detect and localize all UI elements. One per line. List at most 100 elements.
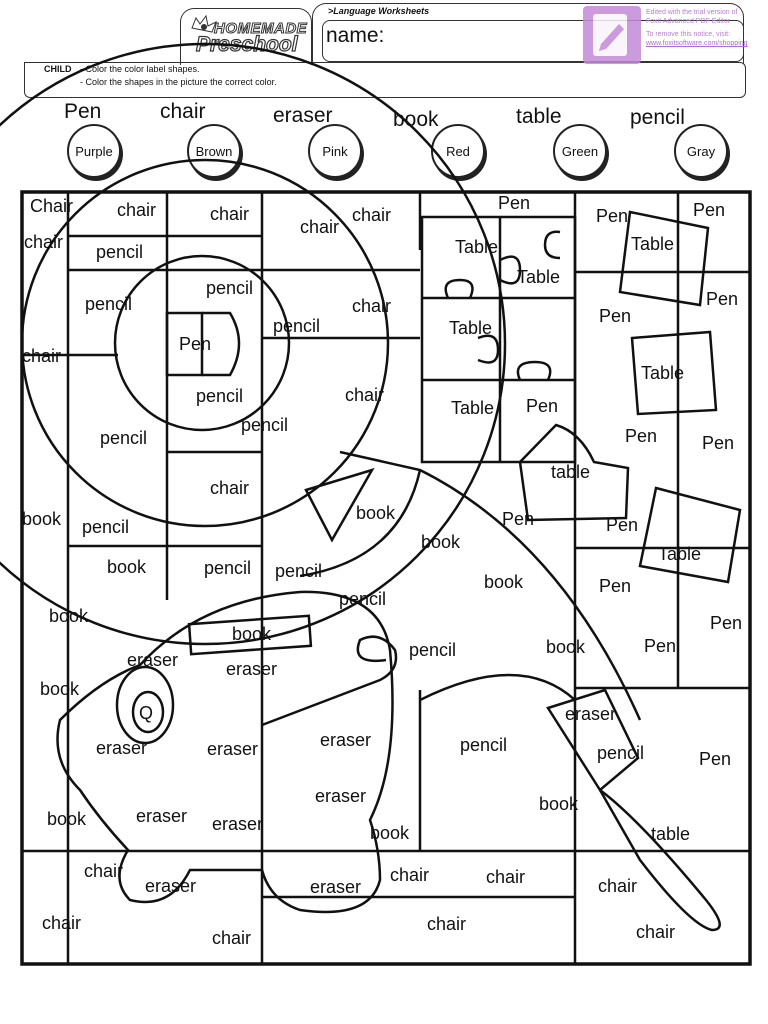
- instructions-title: CHILD: [44, 64, 72, 74]
- label-eraser: eraser: [315, 786, 367, 806]
- pen-edit-icon: [583, 6, 641, 64]
- label-table: Table: [658, 544, 702, 564]
- label-chair: chair: [427, 914, 467, 934]
- label-table: Table: [641, 363, 685, 383]
- label-eraser: eraser: [207, 739, 259, 759]
- label-chair: chair: [352, 205, 392, 225]
- key-color-pink: Pink: [308, 124, 362, 178]
- key-word-pencil: pencil: [630, 106, 685, 129]
- key-word-book: book: [393, 108, 439, 131]
- label-book: book: [370, 823, 410, 843]
- instruction-1: - Color the color label shapes.: [80, 64, 200, 74]
- label-pen: Pen: [706, 289, 739, 309]
- label-pencil: pencil: [241, 415, 289, 435]
- label-pen: Pen: [599, 576, 632, 596]
- label-eraser: eraser: [136, 806, 188, 826]
- label-book: book: [232, 624, 272, 644]
- watermark-line1: Edited with the trial version of: [646, 9, 738, 16]
- label-pen: Pen: [625, 426, 658, 446]
- label-table: Table: [455, 237, 499, 257]
- label-pencil: pencil: [96, 242, 144, 262]
- label-pen: Pen: [502, 509, 535, 529]
- label-chair: chair: [84, 861, 124, 881]
- label-pen: Pen: [606, 515, 639, 535]
- label-pen: Pen: [693, 200, 726, 220]
- brand-line1: HOMEMADE: [213, 20, 308, 38]
- label-pencil: pencil: [275, 561, 323, 581]
- label-pencil: pencil: [85, 294, 133, 314]
- label-pen: Pen: [179, 334, 212, 354]
- key-word-chair: chair: [160, 100, 206, 123]
- watermark-line3: To remove this notice, visit:: [646, 31, 731, 38]
- label-pencil: pencil: [206, 278, 254, 298]
- instructions-box: [24, 62, 746, 98]
- key-word-eraser: eraser: [273, 104, 333, 127]
- label-pen: Pen: [596, 206, 629, 226]
- label-pencil: pencil: [82, 517, 130, 537]
- label-chair: chair: [390, 865, 430, 885]
- label-chair: chair: [300, 217, 340, 237]
- label-pencil: pencil: [204, 558, 252, 578]
- label-table: Table: [451, 398, 495, 418]
- homemade-preschool-logo: [191, 14, 217, 33]
- label-eraser: eraser: [565, 704, 617, 724]
- subject-label: >Language Worksheets: [328, 6, 430, 16]
- label-pencil: pencil: [273, 316, 321, 336]
- label-book: book: [546, 637, 586, 657]
- label-chair: chair: [212, 928, 252, 948]
- key-color-brown: Brown: [187, 124, 241, 178]
- label-chair: chair: [345, 385, 385, 405]
- label-eraser: eraser: [320, 730, 372, 750]
- watermark-line2: Foxit Advanced PDF Editor: [646, 18, 731, 25]
- label-chair: chair: [210, 478, 250, 498]
- label-eraser: eraser: [127, 650, 179, 670]
- instruction-2: - Color the shapes in the picture the co…: [80, 77, 277, 87]
- label-eraser: eraser: [212, 814, 264, 834]
- logo-tab: [180, 8, 312, 65]
- key-word-table: table: [516, 105, 562, 128]
- label-book: book: [22, 509, 62, 529]
- label-eraser: eraser: [226, 659, 278, 679]
- label-chair: chair: [117, 200, 157, 220]
- label-pencil: pencil: [339, 589, 387, 609]
- label-q: Q: [139, 703, 154, 723]
- key-color-purple: Purple: [67, 124, 121, 178]
- label-book: book: [356, 503, 396, 523]
- label-pen: Pen: [526, 396, 559, 416]
- key-word-pen: Pen: [64, 100, 102, 123]
- key-color-gray: Gray: [674, 124, 728, 178]
- name-field[interactable]: [322, 20, 744, 62]
- label-eraser: eraser: [310, 877, 362, 897]
- label-chair: chair: [352, 296, 392, 316]
- watermark-notice: Edited with the trial version of Foxit A…: [646, 8, 764, 48]
- label-chair: chair: [42, 913, 82, 933]
- label-table: table: [551, 462, 591, 482]
- label-chair: chair: [486, 867, 526, 887]
- label-pencil: pencil: [196, 386, 244, 406]
- label-pencil: pencil: [100, 428, 148, 448]
- label-pencil: pencil: [409, 640, 457, 660]
- label-table: table: [651, 824, 691, 844]
- label-pen: Pen: [599, 306, 632, 326]
- label-pencil: pencil: [460, 735, 508, 755]
- label-chair: chair: [24, 232, 64, 252]
- name-label: name:: [326, 24, 385, 47]
- label-chair: chair: [636, 922, 676, 942]
- label-chair: Chair: [30, 196, 74, 216]
- label-pen: Pen: [710, 613, 743, 633]
- label-pencil: pencil: [597, 743, 645, 763]
- label-table: Table: [517, 267, 561, 287]
- label-book: book: [484, 572, 524, 592]
- label-book: book: [539, 794, 579, 814]
- label-pen: Pen: [702, 433, 735, 453]
- watermark-link[interactable]: www.foxitsoftware.com/shopping: [646, 40, 748, 47]
- label-chair: chair: [598, 876, 638, 896]
- label-pen: Pen: [644, 636, 677, 656]
- key-color-green: Green: [553, 124, 607, 178]
- label-book: book: [49, 606, 89, 626]
- label-book: book: [40, 679, 80, 699]
- label-book: book: [47, 809, 87, 829]
- label-table: Table: [449, 318, 493, 338]
- label-book: book: [421, 532, 461, 552]
- label-pen: Pen: [699, 749, 732, 769]
